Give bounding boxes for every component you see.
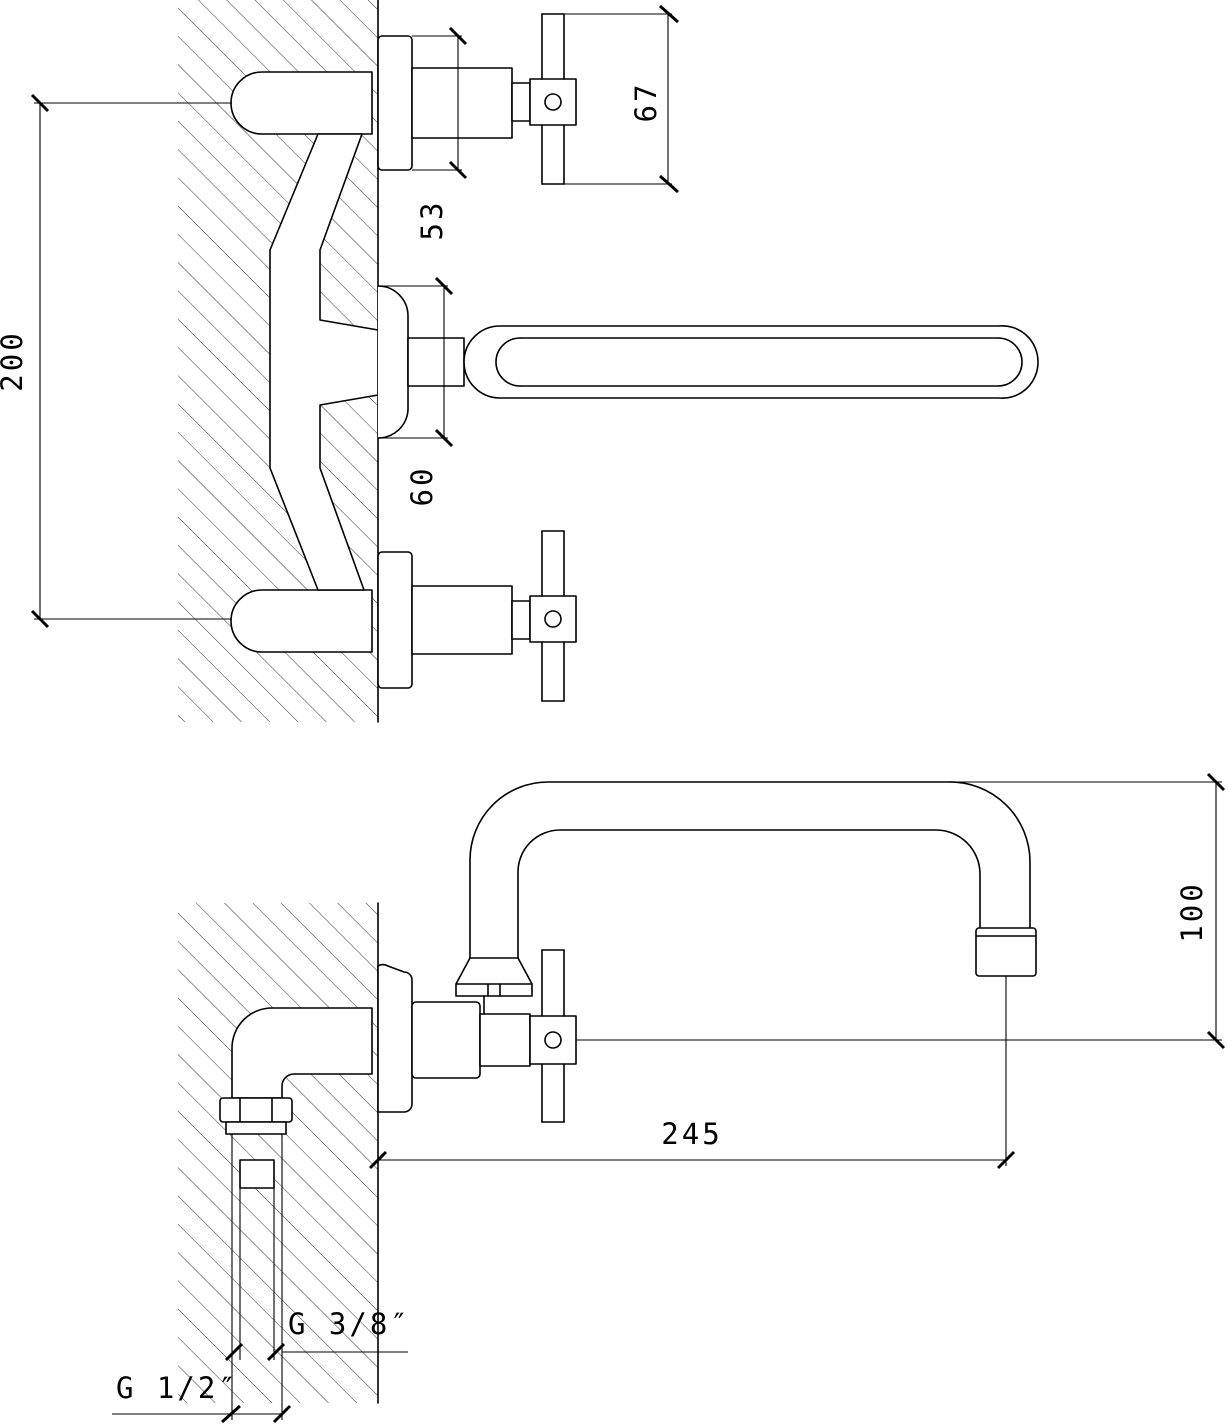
dim-thread-small: G 3/8″: [224, 1307, 411, 1362]
dim-67-label: 67: [629, 82, 663, 123]
top-valve-lower: [377, 530, 577, 702]
dim-handle-height: 67: [542, 4, 679, 194]
dim-spout-flange: 60: [378, 276, 454, 507]
dim-thread-large: G 1/2″: [112, 1371, 292, 1424]
dim-53-label: 53: [415, 200, 449, 241]
top-inlet-upper: [230, 71, 373, 135]
side-spout-tube: [469, 781, 1031, 959]
side-handle: [529, 949, 577, 1123]
side-view: 100 245 G 3/8″ G 1/2″: [112, 772, 1226, 1424]
side-spout-nut: [455, 957, 533, 997]
side-inlet-elbow: [231, 1007, 373, 1099]
top-view: 67 53 60 200: [0, 0, 1039, 723]
dim-flange-depth: 53: [412, 26, 468, 241]
top-spout: [377, 285, 1039, 439]
thread-large-label: G 1/2″: [116, 1371, 239, 1405]
dim-spout-reach: 245: [368, 976, 1016, 1170]
dim-100-label: 100: [1175, 881, 1209, 942]
dim-245-label: 245: [661, 1117, 722, 1151]
dim-center-distance: 200: [0, 93, 232, 629]
side-wall-hatch: [178, 903, 378, 1403]
dim-200-label: 200: [0, 330, 29, 391]
top-inlet-lower: [230, 589, 373, 653]
top-valve-upper: [377, 13, 577, 185]
top-mixer-body: [269, 133, 379, 591]
thread-small-label: G 3/8″: [288, 1307, 411, 1341]
side-flange: [377, 963, 413, 1113]
dim-60-label: 60: [405, 466, 439, 507]
dim-spout-height: 100: [940, 772, 1226, 1050]
side-inlet-nut: [219, 1097, 293, 1189]
